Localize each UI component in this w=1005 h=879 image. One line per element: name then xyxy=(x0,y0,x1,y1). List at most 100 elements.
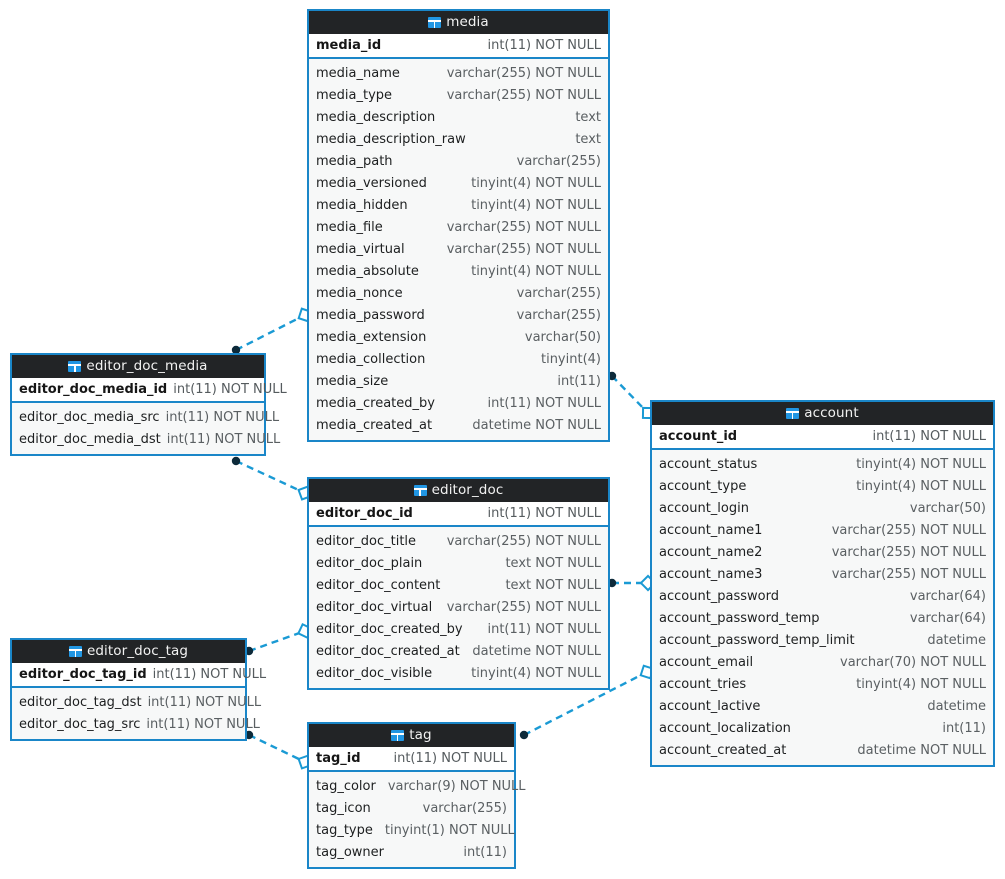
column-name: tag_id xyxy=(316,751,361,766)
relationship-editor_doc_media-to-editor_doc[interactable] xyxy=(231,456,313,501)
relationship-editor_doc_tag-to-tag[interactable] xyxy=(244,730,313,770)
column-name: editor_doc_plain xyxy=(316,555,423,571)
relationship-media-to-account[interactable] xyxy=(607,371,655,420)
column-name: account_tries xyxy=(659,676,747,692)
column-type: datetime xyxy=(927,632,986,648)
relationship-editor_doc_media-to-media[interactable] xyxy=(231,307,313,355)
relationship-line xyxy=(235,313,306,352)
column-row[interactable]: account_password_temp_limit datetime xyxy=(652,629,993,651)
column-type: varchar(255) xyxy=(516,307,601,323)
column-type: int(11) NOT NULL xyxy=(166,431,281,447)
column-name: account_name1 xyxy=(659,522,763,538)
table-icon xyxy=(786,408,800,419)
column-name: media_created_at xyxy=(316,417,433,433)
entity-header-editor_doc_tag[interactable]: editor_doc_tag xyxy=(12,640,245,663)
table-icon xyxy=(391,730,405,741)
entity-title: media xyxy=(446,14,489,30)
entity-header-editor_doc_media[interactable]: editor_doc_media xyxy=(12,355,264,378)
entity-header-inner: tag xyxy=(391,724,432,747)
column-type: varchar(255) NOT NULL xyxy=(446,241,601,257)
table-icon xyxy=(68,646,82,657)
entity-header-tag[interactable]: tag xyxy=(309,724,514,747)
column-type: varchar(9) NOT NULL xyxy=(387,778,526,794)
column-name: tag_icon xyxy=(316,800,371,816)
column-name: media_name xyxy=(316,65,400,81)
relationship-editor_doc_tag-to-editor_doc[interactable] xyxy=(244,623,313,656)
entity-title: editor_doc_media xyxy=(86,358,208,374)
entity-header-account[interactable]: account xyxy=(652,402,993,425)
column-name: account_password_temp xyxy=(659,610,820,626)
column-type: varchar(64) xyxy=(909,588,986,604)
column-name: tag_type xyxy=(316,822,373,838)
column-name: account_password_temp_limit xyxy=(659,632,855,648)
column-name: media_hidden xyxy=(316,197,408,213)
table-icon xyxy=(413,485,427,496)
relationship-editor_doc-to-account[interactable] xyxy=(607,574,657,592)
entity-header-media[interactable]: media xyxy=(309,11,608,34)
column-name: account_email xyxy=(659,654,754,670)
entity-header-editor_doc[interactable]: editor_doc xyxy=(309,479,608,502)
